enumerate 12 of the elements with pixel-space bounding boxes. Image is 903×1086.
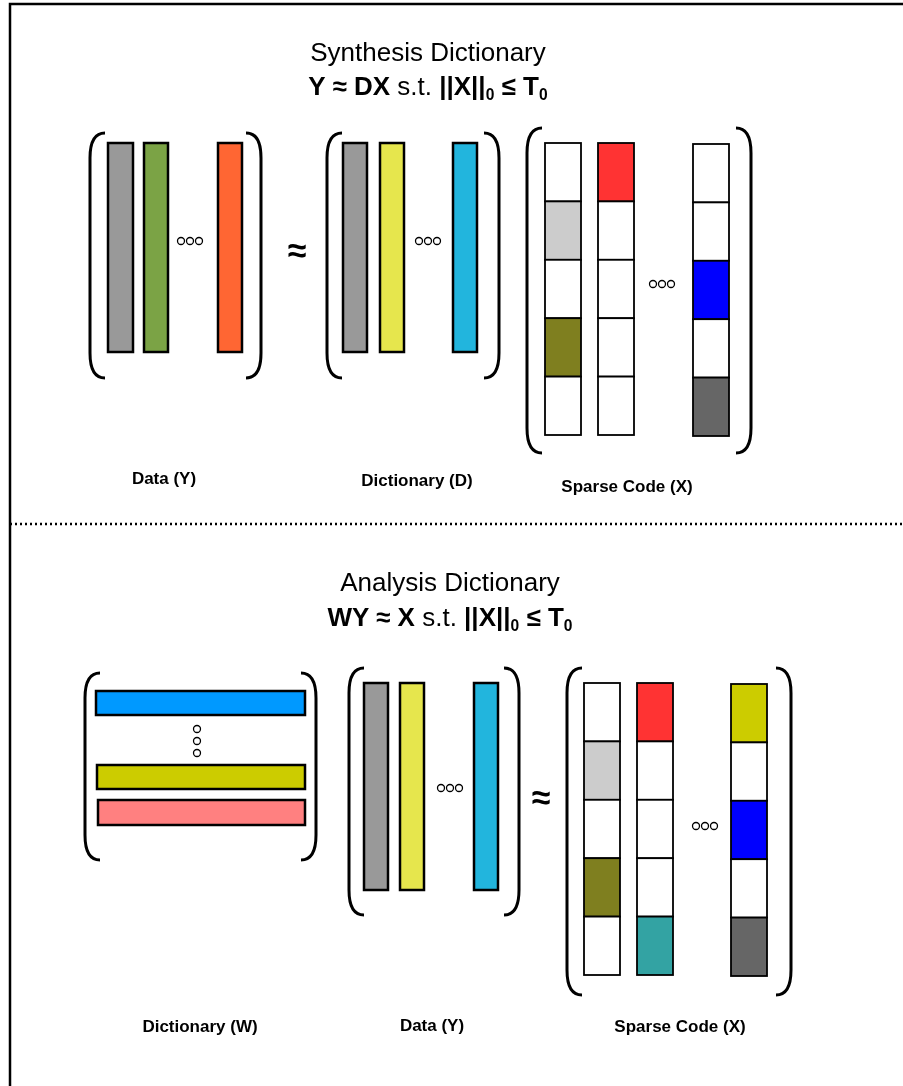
formula: WY ≈ X s.t. ||X||$_{0}$ ≤ T$_{0}$ xyxy=(327,601,573,633)
section-title: Analysis Dictionary xyxy=(340,566,560,598)
matrix-caption: Sparse Code (X) xyxy=(614,1017,746,1037)
formula: Y ≈ DX s.t. ||X||$_{0}$ ≤ T$_{0}$ xyxy=(308,70,548,102)
approx-symbol: ≈ xyxy=(531,777,551,817)
section-title: Synthesis Dictionary xyxy=(310,36,546,68)
matrix-caption: Dictionary (W) xyxy=(142,1017,258,1037)
approx-symbol: ≈ xyxy=(287,230,307,270)
matrix-caption: Data (Y) xyxy=(399,1016,465,1036)
matrix-caption: Sparse Code (X) xyxy=(561,477,693,497)
matrix-caption: Dictionary (D) xyxy=(361,471,473,491)
matrix-caption: Data (Y) xyxy=(131,469,197,489)
